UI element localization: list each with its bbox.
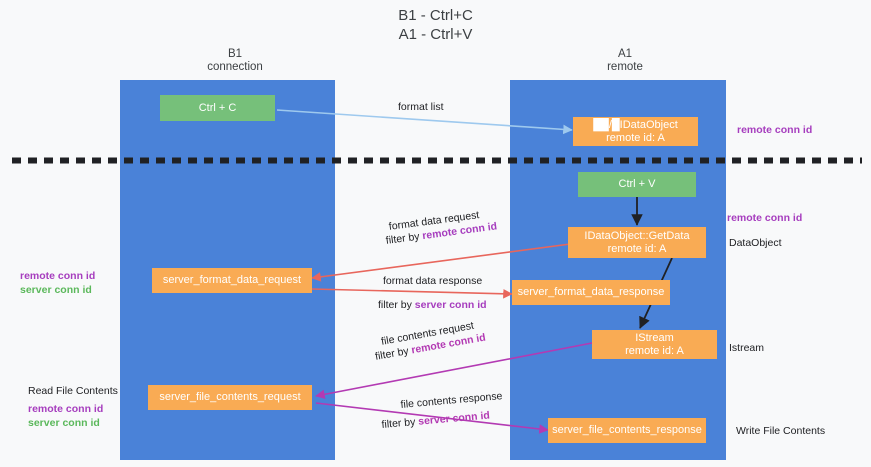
note-right-istream: Istream: [729, 342, 765, 354]
box-istream[interactable]: IStream remote id: A: [592, 330, 717, 359]
arrow-format-data-response: [311, 288, 513, 299]
box-server-format-data-response[interactable]: server_format_data_response: [512, 280, 670, 305]
filter-prefix: filter by: [378, 299, 415, 311]
box-idataobject-getdata[interactable]: IDataObject::GetData remote id: A: [568, 227, 706, 258]
box-server-file-contents-request[interactable]: server_file_contents_request: [148, 385, 312, 410]
edge-label-format-data-response: format data response: [383, 275, 483, 287]
filter-prefix: filter by: [381, 415, 419, 431]
note-right-remote-conn-id-top: remote conn id: [737, 124, 813, 136]
box-ctrl-c[interactable]: Ctrl + C: [160, 95, 275, 121]
note-right-remote-conn-id-mid: remote conn id: [727, 212, 803, 224]
note-left-server-conn-id-2: server conn id: [28, 417, 100, 429]
note-left-remote-conn-id-2: remote conn id: [28, 403, 104, 415]
note-left-remote-conn-id-1: remote conn id: [20, 270, 96, 282]
filter-prefix: filter by: [385, 230, 424, 247]
lane-title-a1: A1 remote: [607, 48, 643, 73]
note-left-read-file-contents: Read File Contents: [28, 385, 118, 397]
note-right-dataobject: DataObject: [729, 237, 782, 249]
filter-key-server-conn-id: server conn id: [417, 409, 491, 428]
edge-label-file-contents-response-filter: filter by server conn id: [381, 409, 490, 432]
lane-title-b1: B1 connection: [207, 48, 263, 73]
filter-key-server-conn-id: server conn id: [414, 299, 487, 311]
box-ctrl-v[interactable]: Ctrl + V: [578, 172, 696, 197]
filter-prefix: filter by: [374, 344, 413, 363]
edge-label-format-data-response-filter: filter by server conn id: [378, 299, 487, 312]
box-server-file-contents-response[interactable]: server_file_contents_response: [548, 418, 706, 443]
note-right-write-file-contents: Write File Contents: [736, 425, 826, 437]
box-idataobject-top[interactable]: ██/█IDataObject remote id: A: [573, 117, 698, 146]
page-title: B1 - Ctrl+C A1 - Ctrl+V: [398, 7, 473, 43]
note-left-server-conn-id-1: server conn id: [20, 284, 92, 296]
box-server-format-data-request[interactable]: server_format_data_request: [152, 268, 312, 293]
edge-label-format-list: format list: [398, 101, 444, 113]
